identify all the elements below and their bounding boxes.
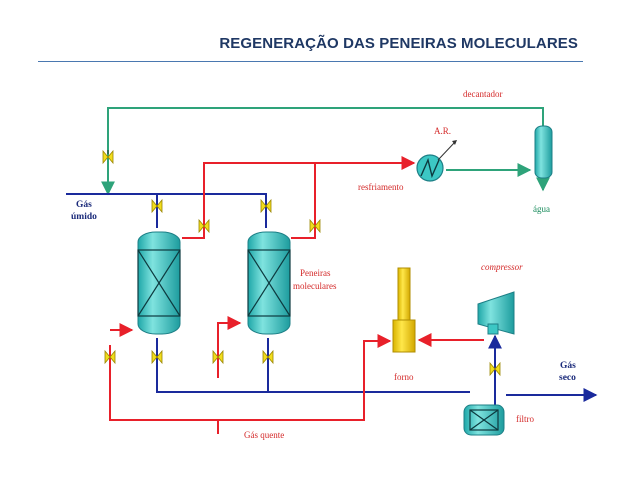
label-forno: forno (394, 372, 414, 382)
gate-valve-icon (212, 349, 224, 365)
page-title: REGENERAÇÃO DAS PENEIRAS MOLECULARES (219, 35, 578, 52)
furnace-icon (392, 267, 416, 353)
label-gas-umido-2: úmido (71, 212, 97, 222)
decanter-vessel (534, 125, 553, 179)
gate-valve-icon (262, 349, 274, 365)
label-filtro: filtro (516, 414, 534, 424)
label-gas-seco-2: seco (559, 373, 576, 383)
gate-valve-icon (104, 349, 116, 365)
label-ar: A.R. (434, 126, 451, 136)
label-agua: água (533, 204, 550, 214)
label-compressor: compressor (481, 262, 523, 272)
label-peneiras-2: moleculares (293, 281, 337, 291)
valves (102, 149, 501, 377)
process-gas-lines (66, 193, 598, 410)
gate-valve-icon (102, 149, 114, 165)
hot-gas-lines (109, 156, 484, 434)
label-decantador: decantador (463, 89, 502, 99)
gate-valve-icon (151, 349, 163, 365)
sieve-vessel-2 (247, 231, 291, 335)
heat-exchanger-icon (416, 140, 457, 182)
label-gas-umido-1: Gás (76, 200, 92, 210)
filter-icon (463, 404, 505, 436)
compressor-icon (477, 291, 515, 335)
gate-valve-icon (309, 218, 321, 234)
label-gas-seco-1: Gás (560, 361, 576, 371)
title-divider (38, 61, 583, 62)
gate-valve-icon (489, 361, 501, 377)
gate-valve-icon (260, 198, 272, 214)
label-gas-quente: Gás quente (244, 430, 284, 440)
label-peneiras-1: Peneiras (300, 268, 331, 278)
gate-valve-icon (151, 198, 163, 214)
sieve-vessel-1 (137, 231, 181, 335)
water-return-line (101, 107, 550, 196)
label-resfriamento: resfriamento (358, 182, 404, 192)
gate-valve-icon (198, 218, 210, 234)
